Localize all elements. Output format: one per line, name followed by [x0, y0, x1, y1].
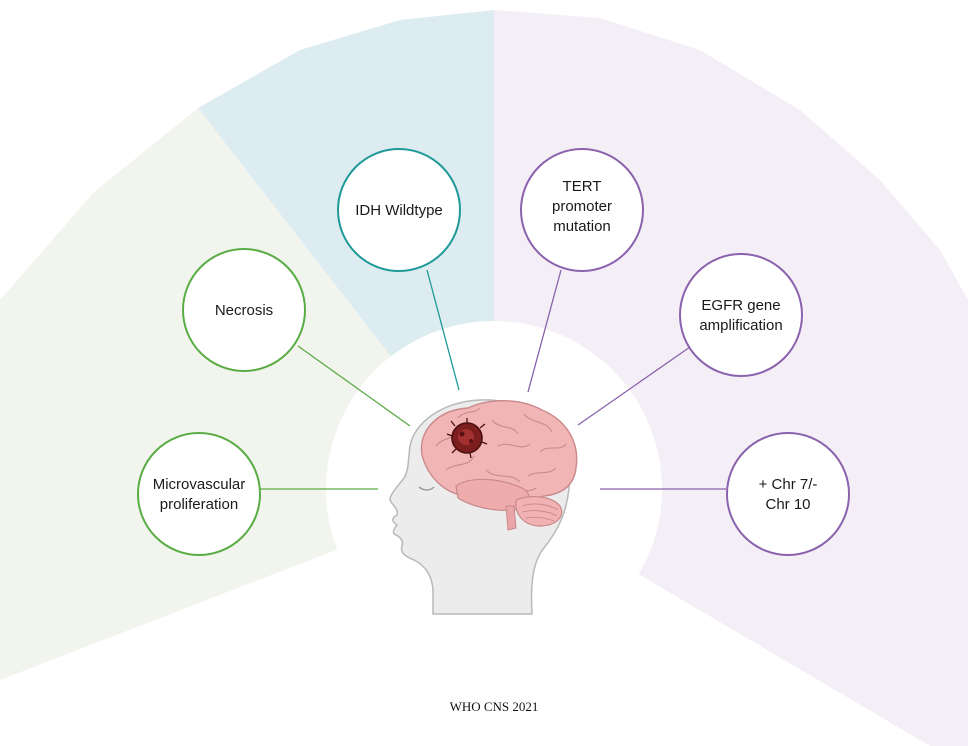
connector-egfr: [577, 346, 691, 426]
node-label: + Chr 7/-: [759, 476, 818, 493]
sector-histology: [0, 108, 494, 680]
node-circle: [182, 248, 306, 372]
connector-tert: [527, 269, 562, 393]
node-label: promoter: [552, 198, 612, 215]
node-circle: [137, 432, 261, 556]
tumor-spot: [469, 439, 473, 443]
node-tert-promoter-mutation: TERT promoter mutation: [520, 148, 644, 272]
node-label: IDH Wildtype: [355, 202, 443, 219]
node-label: Microvascular: [153, 476, 246, 493]
brain-cerebellum: [515, 496, 563, 527]
head-brain-illustration: [389, 399, 578, 615]
node-microvascular-proliferation: Microvascular proliferation: [137, 432, 261, 556]
node-circle: [726, 432, 850, 556]
connector-idh: [426, 269, 460, 391]
node-idh-wildtype: IDH Wildtype: [337, 148, 461, 272]
connector-necrosis: [297, 345, 411, 427]
background-sectors: [0, 10, 968, 746]
node-circle: [679, 253, 803, 377]
tumor: [446, 418, 488, 459]
node-label: amplification: [699, 317, 782, 334]
node-egfr-gene-amplification: EGFR gene amplification: [679, 253, 803, 377]
diagram-caption: WHO CNS 2021: [450, 699, 539, 714]
node-necrosis: Necrosis: [182, 248, 306, 372]
node-label: EGFR gene: [701, 297, 780, 314]
node-circle: [337, 148, 461, 272]
node-circle: [520, 148, 644, 272]
connectors: [260, 269, 726, 490]
node-label: proliferation: [160, 496, 238, 513]
node-label: mutation: [553, 218, 611, 235]
node-label: Chr 10: [765, 496, 810, 513]
tumor-spicules: [446, 418, 488, 459]
cerebellum-folds: [521, 503, 559, 522]
tumor-spot: [459, 431, 465, 437]
node-label: TERT: [563, 178, 602, 195]
node-chr7-chr10: + Chr 7/- Chr 10: [726, 432, 850, 556]
node-label: Necrosis: [215, 302, 273, 319]
brain-stem: [505, 505, 517, 531]
closed-eye: [418, 486, 435, 491]
